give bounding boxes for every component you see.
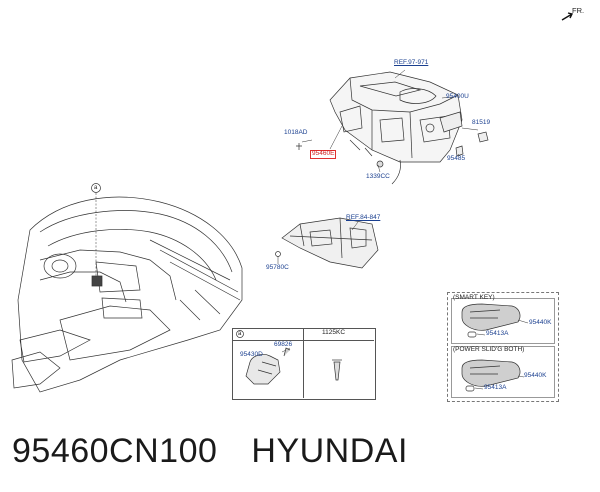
smart-key-section-label: (SMART KEY) [453, 294, 495, 301]
parts-diagram [11, 12, 574, 393]
part-95485-label: 95485 [447, 155, 466, 162]
part-caption: 95460CN100 HYUNDAI [12, 432, 408, 471]
part-1018ad-label: 1018AD [284, 129, 308, 136]
ref-heater-label[interactable]: REF.97-971 [394, 59, 429, 66]
callout-a-label: a [94, 185, 98, 191]
heater-housing [296, 69, 489, 185]
smart-key-subbox-1 [451, 298, 555, 344]
smart-key-panel [447, 292, 559, 402]
smart-key-subbox-2 [451, 346, 555, 398]
part-95780c-label: 95780C [266, 264, 289, 271]
inset-a-label: a [238, 331, 242, 337]
part-95413a-label-1: 95413A [486, 330, 509, 337]
smart-key-1 [461, 303, 529, 338]
brand-name: HYUNDAI [251, 432, 408, 470]
inset-detail-a [236, 330, 342, 385]
part-95400u-label: 95400U [446, 93, 469, 100]
part-1339cc-label: 1339CC [366, 173, 390, 180]
part-95440k-label-1: 95440K [529, 319, 552, 326]
crash-pad-bracket [275, 217, 379, 269]
dashboard-illustration [11, 183, 243, 393]
power-slide-section-label: (POWER SLID'G BOTH) [453, 346, 525, 353]
part-number: 95460CN100 [12, 432, 218, 470]
ref-crash-pad-label[interactable]: REF.84-847 [346, 214, 381, 221]
front-arrow-icon [561, 12, 574, 21]
inset-box-divider [303, 328, 304, 398]
front-direction-label: FR. [572, 6, 585, 15]
part-69826-label: 69826 [274, 341, 293, 348]
smart-key-2 [461, 359, 525, 392]
part-95460e-highlight-label[interactable]: 95460E [310, 150, 337, 159]
inset-box-a [232, 328, 376, 400]
part-81519-label: 81519 [472, 119, 491, 126]
part-1125kc-label: 1125KC [322, 329, 346, 336]
inset-box-header [232, 328, 374, 341]
part-95440k-label-2: 95440K [524, 372, 547, 379]
part-95430d-label: 95430D [240, 351, 263, 358]
part-95413a-label-2: 95413A [484, 384, 507, 391]
